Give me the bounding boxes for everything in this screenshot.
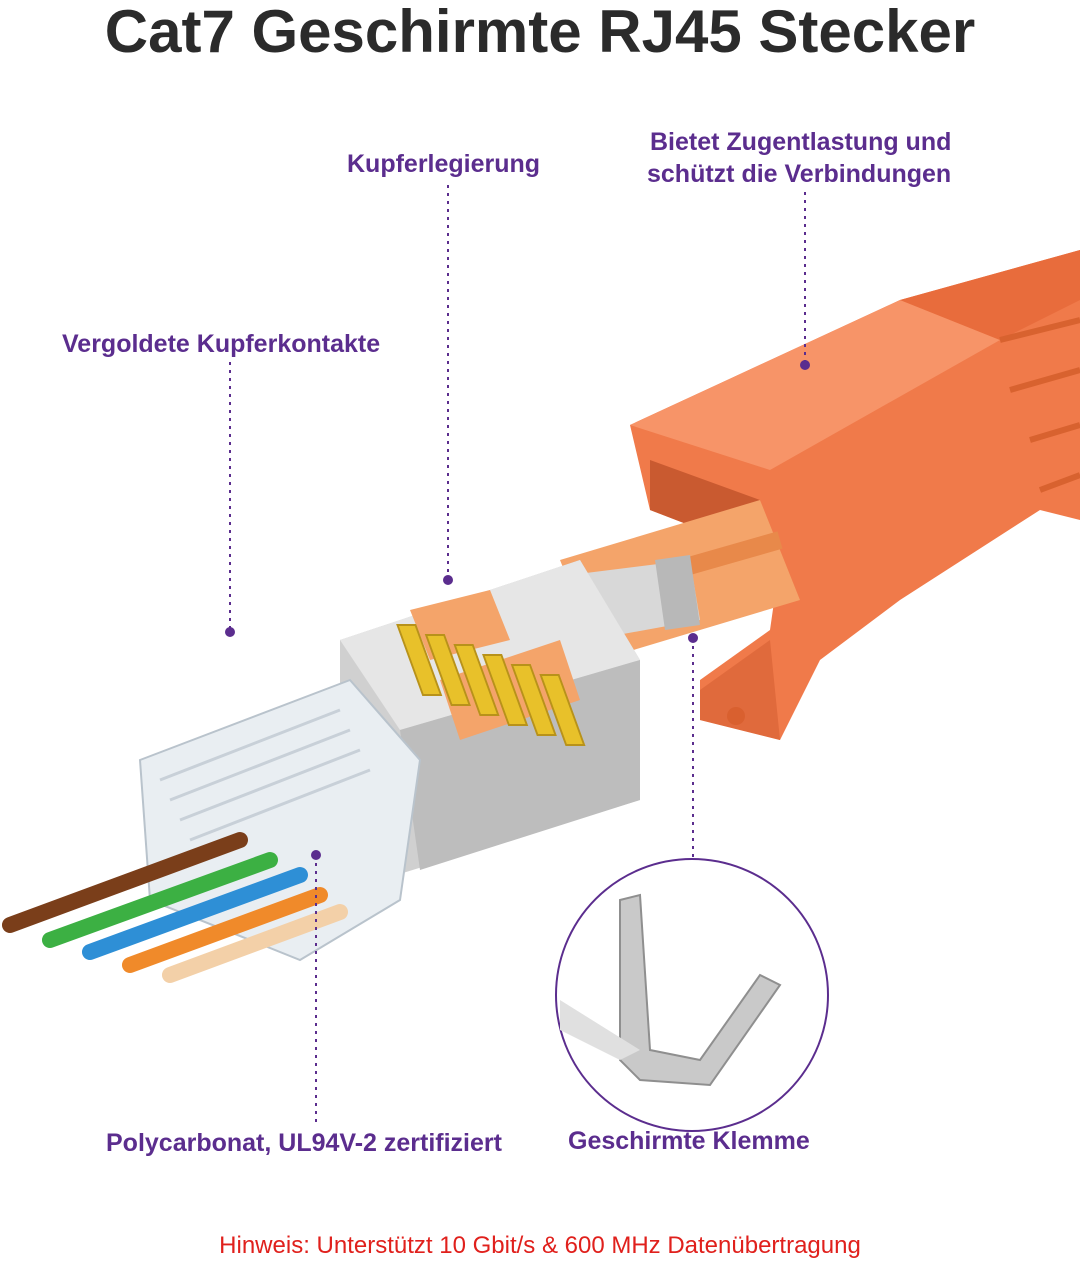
label-strain-relief-line2: schützt die Verbindungen bbox=[647, 160, 952, 188]
label-gold-contacts: Vergoldete Kupferkontakte bbox=[62, 330, 381, 358]
leader-lines bbox=[225, 185, 810, 1125]
wires bbox=[2, 832, 348, 983]
label-polycarbonate: Polycarbonat, UL94V-2 zertifiziert bbox=[106, 1129, 502, 1157]
page-title: Cat7 Geschirmte RJ45 Stecker bbox=[104, 0, 976, 65]
wire-orange bbox=[122, 887, 328, 973]
note-text: Hinweis: Unterstützt 10 Gbit/s & 600 MHz… bbox=[219, 1232, 861, 1259]
wire-green bbox=[42, 852, 278, 948]
label-copper-alloy: Kupferlegierung bbox=[347, 150, 541, 178]
strain-relief-boot bbox=[630, 250, 1080, 740]
gold-contacts bbox=[396, 624, 586, 746]
wire-blue bbox=[82, 867, 308, 960]
wire-white-orange bbox=[162, 904, 348, 983]
wire-brown bbox=[2, 832, 248, 933]
label-shielded-clamp: Geschirmte Klemme bbox=[568, 1127, 810, 1155]
clamp-detail-circle bbox=[555, 858, 829, 1132]
label-strain-relief-line1: Bietet Zugentlastung und bbox=[650, 128, 952, 156]
